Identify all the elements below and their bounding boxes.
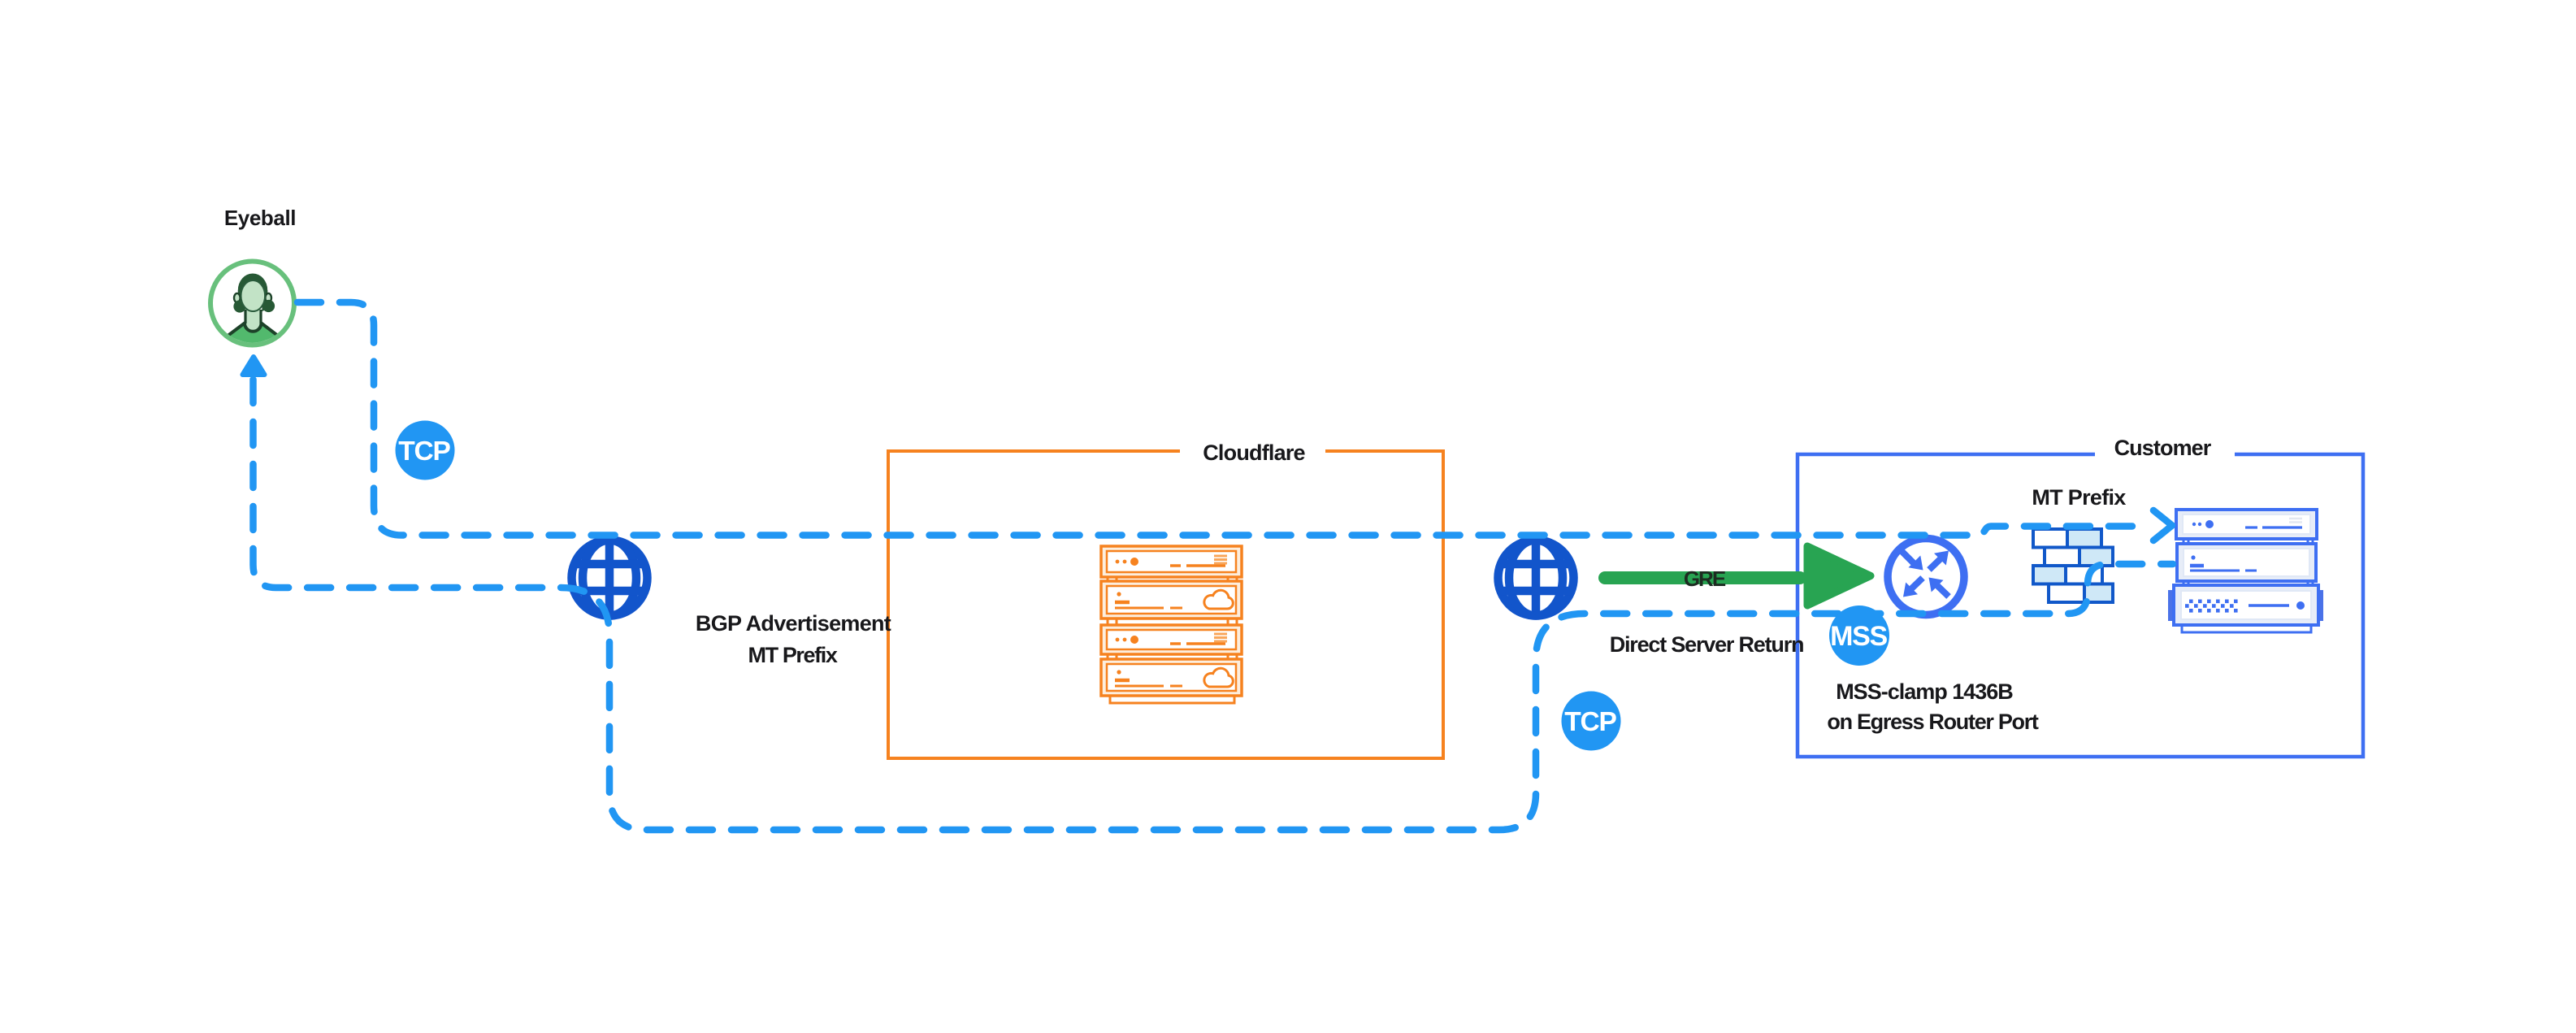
svg-text:Eyeball: Eyeball (224, 206, 296, 230)
svg-text:MSS: MSS (1830, 621, 1887, 652)
svg-text:MSS-clamp 1436B: MSS-clamp 1436B (1836, 679, 2013, 704)
svg-text:Cloudflare: Cloudflare (1203, 441, 1305, 465)
svg-text:GRE: GRE (1684, 566, 1726, 591)
svg-text:Customer: Customer (2114, 436, 2212, 460)
svg-text:Direct Server Return: Direct Server Return (1610, 632, 1804, 657)
svg-text:MT Prefix: MT Prefix (748, 643, 838, 667)
svg-text:TCP: TCP (1564, 707, 1616, 737)
svg-text:TCP: TCP (398, 436, 450, 467)
svg-text:MT Prefix: MT Prefix (2032, 485, 2126, 510)
svg-text:on Egress Router Port: on Egress Router Port (1827, 710, 2039, 734)
svg-text:BGP Advertisement: BGP Advertisement (696, 611, 891, 636)
